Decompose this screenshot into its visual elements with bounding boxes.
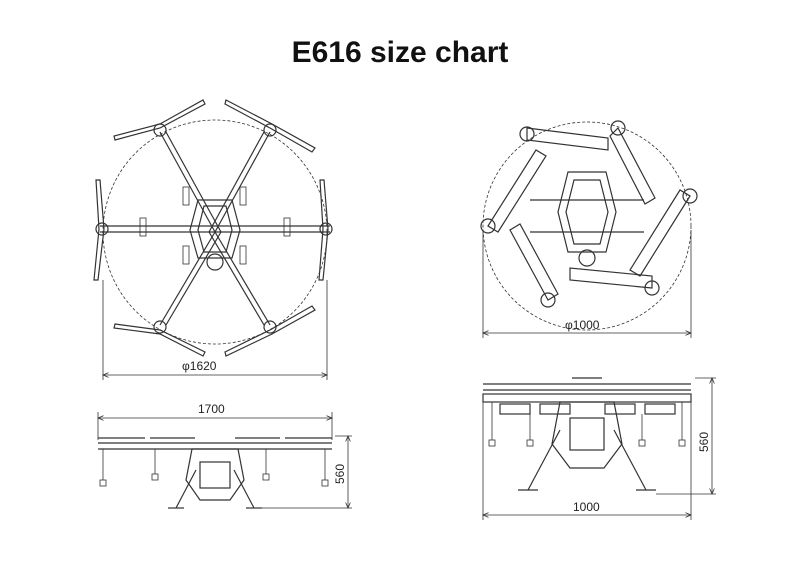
dim-560-left: 560 xyxy=(262,436,352,508)
dim-1000-side: 1000 xyxy=(483,400,691,520)
folded-side-arms xyxy=(482,377,692,415)
motors xyxy=(95,123,333,334)
folded-body xyxy=(530,171,644,267)
arms xyxy=(100,131,330,326)
dim-label-1620: φ1620 xyxy=(182,359,217,373)
side-nozzles xyxy=(99,449,329,487)
propellers xyxy=(93,99,329,357)
dim-label-1700: 1700 xyxy=(198,402,225,416)
dim-560-right: 560 xyxy=(656,378,716,494)
nozzles xyxy=(139,186,291,265)
span-circle-1000 xyxy=(482,121,692,331)
dim-1000-top: φ1000 xyxy=(483,230,691,338)
dim-label-560-left: 560 xyxy=(333,464,347,484)
page-title: E616 size chart xyxy=(291,36,509,69)
top-view-folded: φ1000 xyxy=(480,120,698,338)
side-body xyxy=(168,448,262,509)
dim-label-1000-side: 1000 xyxy=(573,500,600,514)
dim-1620: φ1620 xyxy=(103,280,327,380)
folded-propellers xyxy=(480,120,698,308)
side-view-folded: 1000 560 xyxy=(483,378,716,520)
dim-label-1000-top: φ1000 xyxy=(565,318,600,332)
dim-1700: 1700 xyxy=(98,402,332,440)
dim-label-560-right: 560 xyxy=(697,432,711,452)
body xyxy=(189,199,241,271)
side-arms xyxy=(98,437,332,450)
top-view-unfolded: φ1620 xyxy=(93,99,333,380)
folded-side-nozzles xyxy=(488,402,686,447)
side-view-unfolded: 1700 560 xyxy=(98,402,352,508)
folded-side-body xyxy=(518,401,656,491)
